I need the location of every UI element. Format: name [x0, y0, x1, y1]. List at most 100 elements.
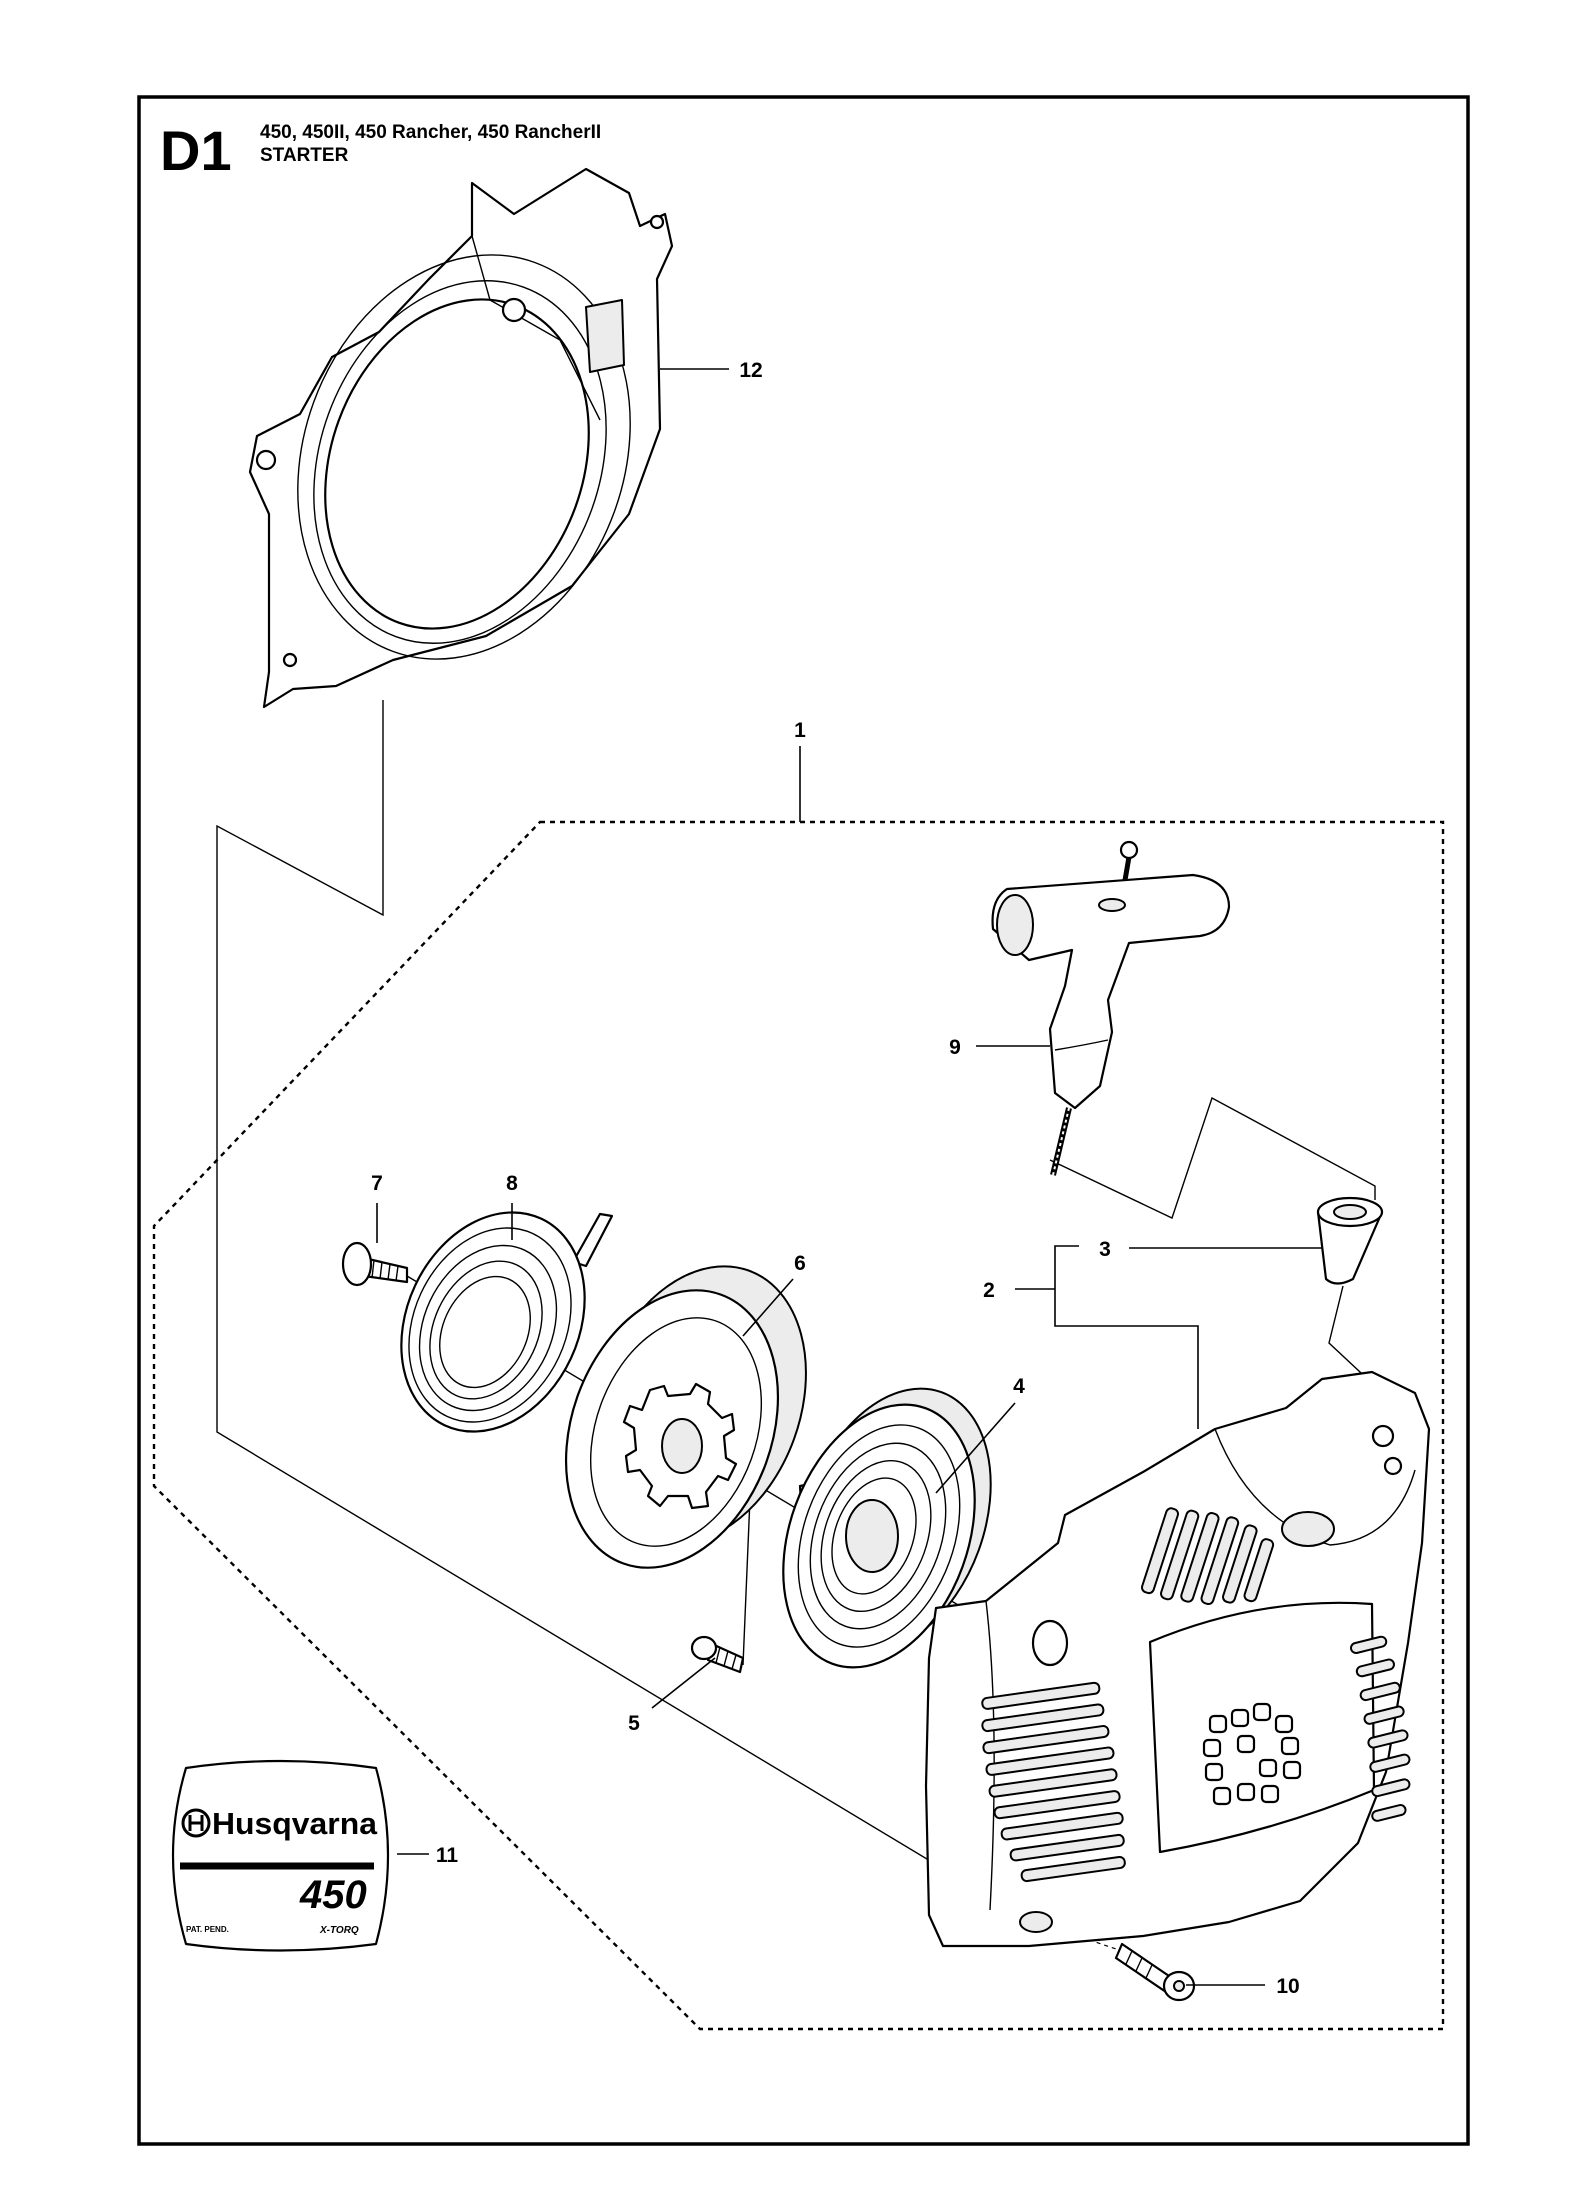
vent-slot [1243, 1538, 1275, 1603]
vent-slot [1222, 1524, 1258, 1604]
husqvarna-logo-icon [181, 1808, 211, 1838]
vent-slot [1000, 1811, 1124, 1841]
fan-housing-inner-rim [313, 280, 607, 644]
logo-dot [1212, 1786, 1232, 1806]
decal-patent-text: PAT. PEND. [186, 1925, 229, 1934]
cover-handle-recess [1214, 1428, 1416, 1546]
callout-1: 1 [794, 719, 806, 742]
screw-7-thread [371, 1259, 399, 1282]
callout-10: 10 [1276, 1975, 1299, 1998]
vent-slot [1367, 1729, 1409, 1749]
screw-5-part [690, 1635, 745, 1674]
callout-8: 8 [506, 1172, 518, 1195]
vent-slot [981, 1681, 1101, 1710]
callout-11: 11 [436, 1844, 459, 1867]
callout-5: 5 [628, 1712, 640, 1735]
vent-slot [982, 1725, 1110, 1755]
callout-3: 3 [1099, 1238, 1111, 1261]
cover-grommet-hole [1281, 1511, 1335, 1547]
cassette-coil-2 [809, 1442, 947, 1630]
screw-10-socket [1173, 1980, 1185, 1992]
fan-housing-part [248, 167, 674, 709]
cover-logo-dots [1202, 1702, 1302, 1806]
vent-slot [1009, 1833, 1125, 1862]
logo-dot [1274, 1714, 1294, 1734]
leader-6 [742, 1278, 794, 1337]
logo-dot [1236, 1734, 1256, 1754]
fan-housing-fin [471, 235, 601, 421]
decal-part: Husqvarna 450 PAT. PEND. X-TORQ [171, 1759, 390, 1952]
screw-10-part [1114, 1942, 1196, 2002]
pulley-part [564, 1265, 807, 1569]
spring-coil-2 [408, 1227, 572, 1423]
grommet-hole [1333, 1204, 1367, 1220]
logo-ring [181, 1808, 211, 1838]
callout-4: 4 [1013, 1375, 1025, 1398]
fan-housing-rim [297, 254, 631, 660]
vent-slot [1371, 1778, 1411, 1798]
cassette-coil-4 [831, 1477, 917, 1595]
spring-coil-3 [418, 1244, 558, 1412]
spring-cassette-part [782, 1387, 992, 1669]
cover-top-vents [1141, 1507, 1275, 1606]
logo-dot [1202, 1738, 1222, 1758]
cassette-coil-3 [820, 1459, 932, 1613]
callout-9: 9 [949, 1036, 961, 1059]
cover-top-hole [1371, 1424, 1395, 1448]
callout-2: 2 [983, 1279, 995, 1302]
screw-5-thread [715, 1646, 737, 1670]
spring-coil-outer [400, 1211, 586, 1433]
recoil-spring-part [400, 1211, 614, 1433]
cover-side-vents [981, 1681, 1126, 1883]
callouts: 1 2 3 4 5 6 7 8 9 10 11 12 [371, 359, 1322, 1998]
cover-axle-boss [1031, 1619, 1069, 1667]
spring-tail [571, 1212, 614, 1268]
vent-slot [993, 1790, 1121, 1820]
vent-slot [1200, 1516, 1240, 1606]
cover-screw-hole [1019, 1911, 1053, 1933]
starter-cover-part [924, 1370, 1431, 1948]
vent-slot [1160, 1509, 1200, 1601]
vent-slot [985, 1746, 1115, 1776]
logo-dot [1252, 1702, 1272, 1722]
handle-body [991, 873, 1231, 1110]
logo-dot [1282, 1760, 1302, 1780]
vent-slot [1371, 1804, 1407, 1822]
husqvarna-crown-icon [501, 297, 527, 323]
callout-12: 12 [739, 359, 762, 382]
spring-coil-inner [439, 1275, 531, 1389]
vent-slot [981, 1703, 1105, 1733]
vent-slot [1369, 1753, 1411, 1773]
logo-dot [1280, 1736, 1300, 1756]
handle-rope [1050, 1107, 1072, 1176]
decal-outline [171, 1759, 390, 1952]
callout-6: 6 [794, 1252, 806, 1275]
vent-slot [1355, 1658, 1395, 1678]
vent-slot [1180, 1512, 1220, 1603]
pulley-groove [589, 1317, 763, 1547]
cover-right-vents [1350, 1635, 1411, 1822]
leader-4 [935, 1402, 1016, 1494]
logo-h-mark [188, 1815, 204, 1831]
handle-end-opening [996, 894, 1034, 956]
starter-handle-part [991, 840, 1231, 1176]
fan-housing-tab-hole [649, 214, 665, 230]
vent-slot [1350, 1635, 1388, 1654]
cassette-coil-1 [797, 1424, 961, 1648]
vent-slot [1141, 1507, 1180, 1595]
page-header: D1 450, 450II, 450 Rancher, 450 RancherI… [160, 119, 601, 182]
section-code: D1 [160, 119, 232, 182]
vent-slot [1363, 1705, 1405, 1725]
handle-assembly-line [1049, 1096, 1376, 1219]
decal-model-text: 450 [299, 1873, 367, 1917]
fan-housing-window [585, 299, 625, 373]
handle-grip-line [1054, 1039, 1109, 1051]
logo-dot [1230, 1708, 1250, 1728]
housing-assembly-line [216, 700, 1021, 1916]
logo-dot [1208, 1714, 1228, 1734]
logo-dot [1258, 1758, 1278, 1778]
cover-edge-line [985, 1600, 995, 1911]
decal-engine-text: X-TORQ [319, 1925, 359, 1936]
vent-slot [988, 1768, 1118, 1798]
